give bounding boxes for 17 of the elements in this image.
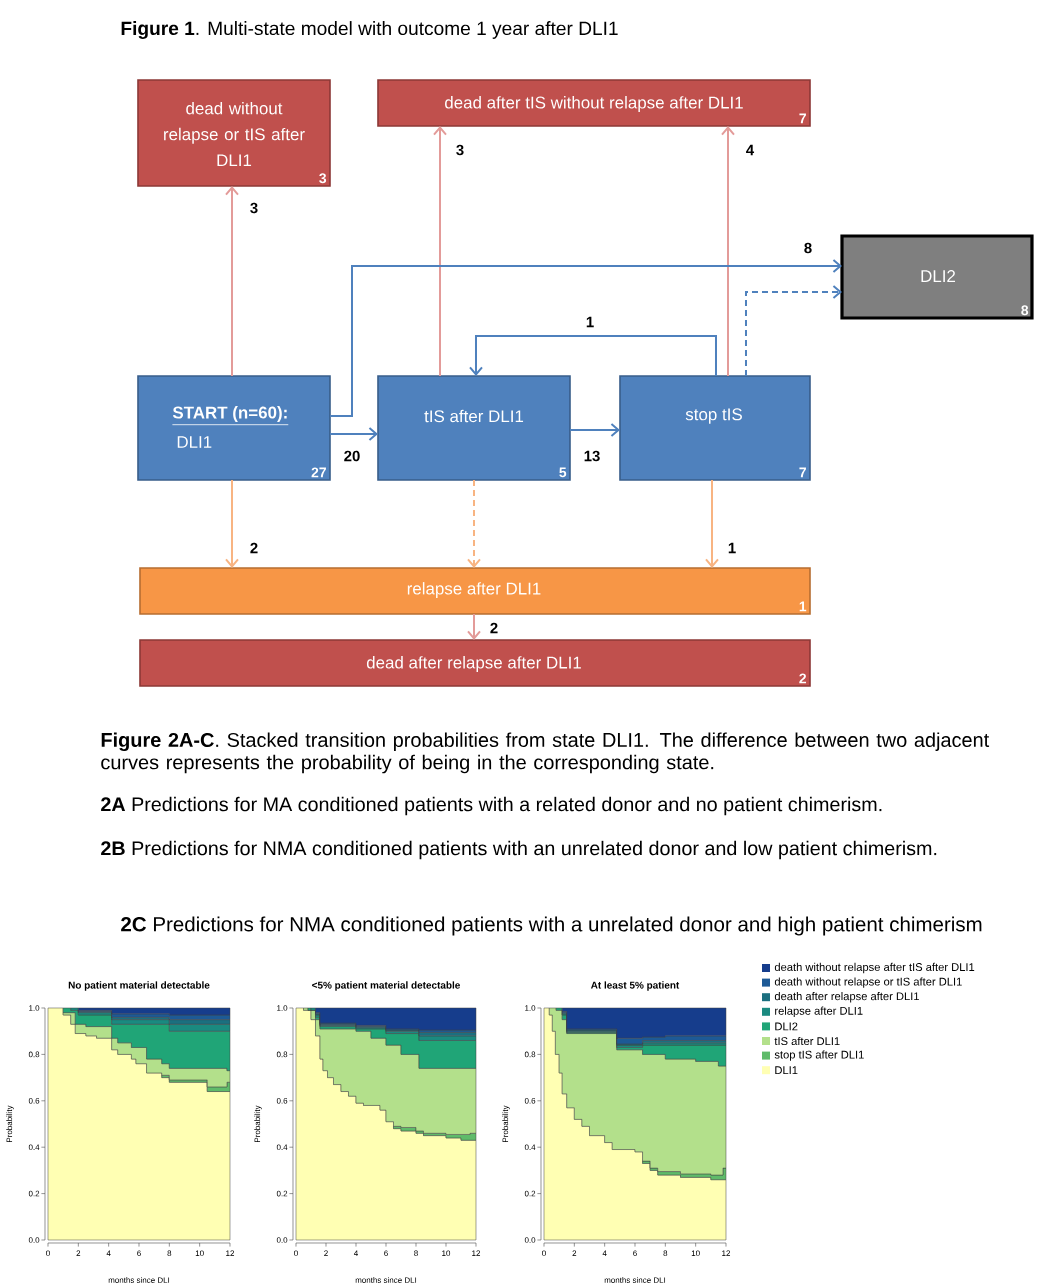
transition-arrow <box>467 479 481 568</box>
transition-arrow <box>433 126 447 377</box>
transition-arrow <box>329 259 842 417</box>
transition-arrow <box>745 285 842 377</box>
transition-arrow <box>467 613 481 640</box>
figure-title: Figure 1. Multi-state model with outcome 1 year after DLI1 <box>121 21 618 39</box>
transition-arrow <box>225 479 239 568</box>
transition-arrow <box>329 427 378 441</box>
transition-arrow <box>705 479 719 568</box>
panel-description: 2B Predictions for NMA conditioned patients with an unrelated donor and low patient chimerism. <box>101 840 937 860</box>
transition-arrow <box>721 126 735 377</box>
panel-description: 2A Predictions for MA conditioned patients with a related donor and no patient chimerism. <box>101 796 882 816</box>
transition-arrow <box>225 186 239 377</box>
panel-description: 2C Predictions for NMA conditioned patients with a unrelated donor and high patient chimerism <box>121 916 982 936</box>
transition-arrow <box>469 335 717 377</box>
figure-caption: Figure 2A-C. Stacked transition probabilities from state DLI1. The difference between two adjacent curves represents the probability of being in the corresponding state. <box>101 732 990 774</box>
transition-arrow <box>569 423 620 437</box>
